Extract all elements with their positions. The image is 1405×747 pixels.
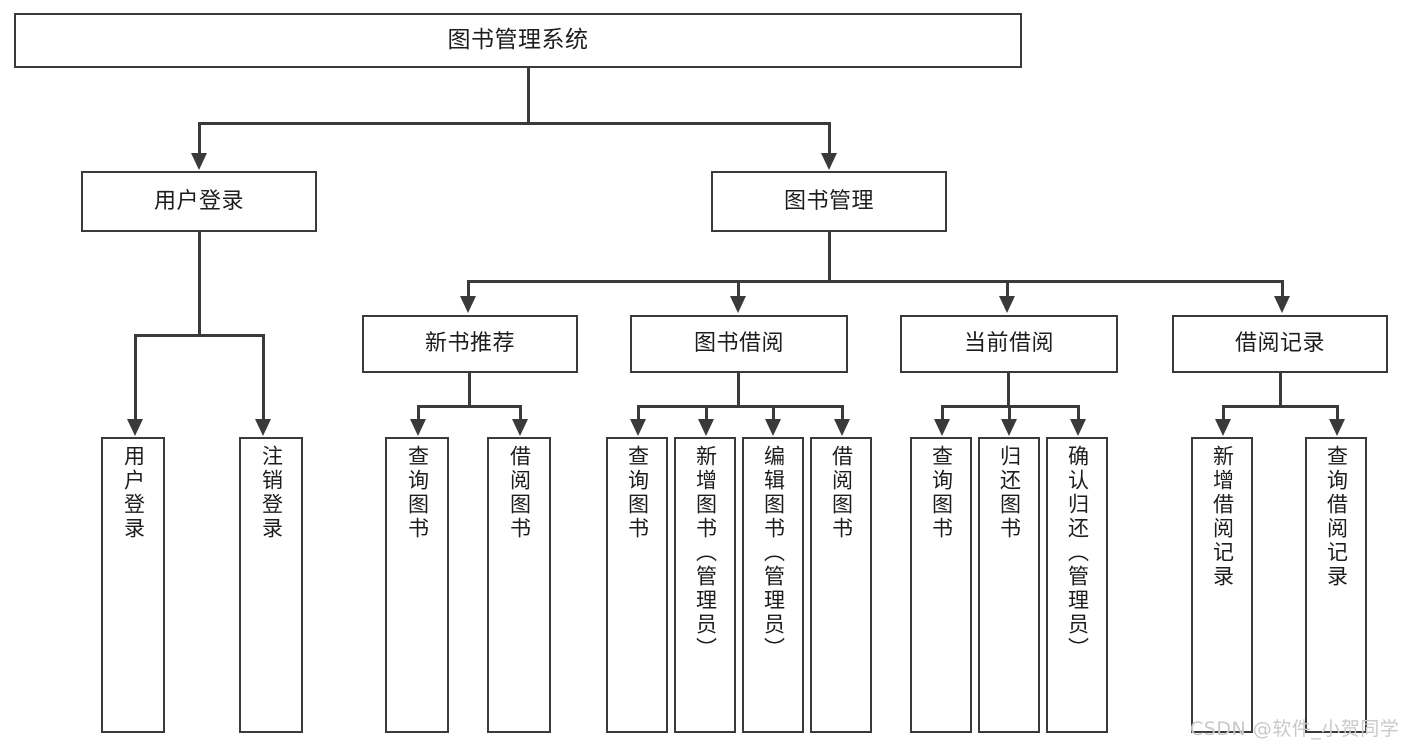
node-user-login[interactable]: 用户登录	[81, 171, 317, 232]
connector-root-to-book-mgmt	[828, 122, 831, 154]
node-label: 图书管理系统	[447, 27, 589, 54]
connector-records-bar	[1222, 405, 1339, 408]
connector-book-mgmt-bar	[467, 280, 1284, 283]
node-label: 查询图书	[929, 445, 954, 541]
leaf-logout[interactable]: 注销登录	[239, 437, 303, 733]
node-label: 图书借阅	[693, 331, 784, 357]
node-book-management[interactable]: 图书管理	[711, 171, 947, 232]
arrow-leaf-borrow-add	[698, 419, 714, 436]
node-root-system[interactable]: 图书管理系统	[14, 13, 1022, 68]
connector-root-bar	[198, 122, 831, 125]
connector-book-mgmt-c2	[737, 280, 740, 297]
connector-recommend-c1	[417, 405, 420, 420]
node-label: 当前借阅	[963, 331, 1054, 357]
leaf-records-query[interactable]: 查询借阅记录	[1305, 437, 1367, 733]
connector-records-c1	[1222, 405, 1225, 420]
connector-recommend-bar	[417, 405, 522, 408]
node-label: 新增图书（管理员）	[693, 445, 718, 661]
arrow-leaf-current-query	[934, 419, 950, 436]
connector-borrow-stem	[737, 373, 740, 407]
arrow-leaf-borrow-edit	[765, 419, 781, 436]
leaf-borrow-query-book[interactable]: 查询图书	[606, 437, 668, 733]
node-label: 编辑图书（管理员）	[761, 445, 786, 661]
connector-borrow-c4	[841, 405, 844, 420]
leaf-recommend-query-book[interactable]: 查询图书	[385, 437, 449, 733]
arrow-to-borrow-records	[1274, 296, 1290, 313]
leaf-current-confirm-return-admin[interactable]: 确认归还（管理员）	[1046, 437, 1108, 733]
leaf-recommend-borrow-book[interactable]: 借阅图书	[487, 437, 551, 733]
node-current-borrow[interactable]: 当前借阅	[900, 315, 1118, 373]
connector-borrow-bar	[637, 405, 844, 408]
arrow-leaf-borrow-lend	[834, 419, 850, 436]
node-label: 借阅图书	[829, 445, 854, 541]
node-book-borrow[interactable]: 图书借阅	[630, 315, 848, 373]
connector-borrow-c3	[772, 405, 775, 420]
connector-recommend-stem	[468, 373, 471, 407]
node-label: 查询图书	[405, 445, 430, 541]
node-label: 查询图书	[625, 445, 650, 541]
leaf-borrow-add-book-admin[interactable]: 新增图书（管理员）	[674, 437, 736, 733]
leaf-user-login[interactable]: 用户登录	[101, 437, 165, 733]
connector-book-mgmt-c4	[1281, 280, 1284, 297]
connector-current-stem	[1007, 373, 1010, 407]
connector-user-login-stem	[198, 232, 201, 336]
node-label: 用户登录	[153, 188, 244, 214]
connector-records-stem	[1279, 373, 1282, 407]
node-label: 归还图书	[997, 445, 1022, 541]
leaf-borrow-lend-book[interactable]: 借阅图书	[810, 437, 872, 733]
connector-current-c3	[1077, 405, 1080, 420]
connector-user-login-bar	[134, 334, 265, 337]
connector-user-login-right	[262, 334, 265, 420]
connector-borrow-c1	[637, 405, 640, 420]
node-borrow-records[interactable]: 借阅记录	[1172, 315, 1388, 373]
connector-recommend-c2	[519, 405, 522, 420]
node-new-book-recommend[interactable]: 新书推荐	[362, 315, 578, 373]
arrow-leaf-recommend-borrow	[512, 419, 528, 436]
arrow-leaf-records-add	[1215, 419, 1231, 436]
node-label: 查询借阅记录	[1324, 445, 1349, 589]
arrow-to-current-borrow	[999, 296, 1015, 313]
connector-user-login-left	[134, 334, 137, 420]
arrow-leaf-logout	[255, 419, 271, 436]
leaf-borrow-edit-book-admin[interactable]: 编辑图书（管理员）	[742, 437, 804, 733]
node-label: 借阅图书	[507, 445, 532, 541]
connector-book-mgmt-stem	[828, 232, 831, 282]
node-label: 图书管理	[783, 188, 874, 214]
connector-root-stem	[527, 68, 530, 124]
arrow-leaf-current-return	[1001, 419, 1017, 436]
arrow-to-book-borrow	[730, 296, 746, 313]
leaf-current-return-book[interactable]: 归还图书	[978, 437, 1040, 733]
node-label: 用户登录	[121, 445, 146, 541]
connector-borrow-c2	[705, 405, 708, 420]
node-label: 新增借阅记录	[1210, 445, 1235, 589]
arrow-leaf-current-confirm	[1070, 419, 1086, 436]
connector-current-c2	[1008, 405, 1011, 420]
arrow-to-new-book-recommend	[460, 296, 476, 313]
connector-current-c1	[941, 405, 944, 420]
arrow-leaf-records-query	[1329, 419, 1345, 436]
connector-records-c2	[1336, 405, 1339, 420]
node-label: 确认归还（管理员）	[1065, 445, 1090, 661]
arrow-leaf-recommend-query	[410, 419, 426, 436]
node-label: 新书推荐	[424, 331, 515, 357]
arrow-to-user-login	[191, 153, 207, 170]
connector-book-mgmt-c3	[1006, 280, 1009, 297]
node-label: 注销登录	[259, 445, 284, 541]
connector-root-to-user-login	[198, 122, 201, 154]
leaf-records-add[interactable]: 新增借阅记录	[1191, 437, 1253, 733]
leaf-current-query-book[interactable]: 查询图书	[910, 437, 972, 733]
connector-book-mgmt-c1	[467, 280, 470, 297]
arrow-to-book-mgmt	[821, 153, 837, 170]
arrow-leaf-borrow-query	[630, 419, 646, 436]
node-label: 借阅记录	[1234, 331, 1325, 357]
arrow-leaf-user-login	[127, 419, 143, 436]
